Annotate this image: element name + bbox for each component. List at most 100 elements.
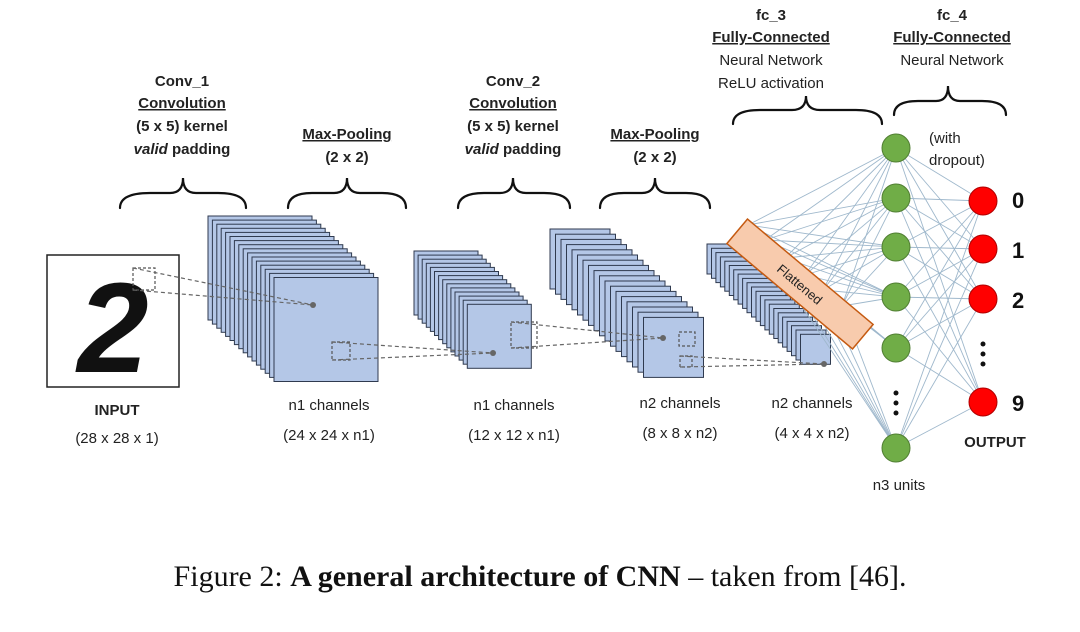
connection-line	[895, 347, 984, 403]
fc4-header: fc_4 Fully-Connected Neural Network	[893, 7, 1011, 69]
figure-caption: Figure 2: A general architecture of CNN …	[0, 560, 1080, 594]
connection-line	[747, 147, 897, 226]
network-connections	[747, 147, 984, 449]
feature-map-layer	[273, 277, 379, 382]
connection-line	[784, 257, 897, 298]
connection-line	[822, 197, 897, 291]
fc3-title: fc_3	[756, 7, 786, 24]
brace-conv2	[456, 177, 572, 210]
pool1-dims: (12 x 12 x n1)	[468, 427, 560, 444]
brace-conv1	[118, 177, 248, 210]
fc4-title: fc_4	[937, 7, 968, 24]
pool2-flat-window	[679, 355, 693, 368]
feature-map-stack-pool1	[413, 250, 532, 369]
connection-line	[841, 147, 897, 307]
caption-suffix: – taken from [46].	[680, 560, 907, 593]
conv1-channels: n1 channels	[289, 397, 370, 414]
conv1-line2: (5 x 5) kernel	[136, 118, 228, 135]
projection-dots	[310, 302, 827, 367]
caption-prefix: Figure 2:	[173, 560, 291, 593]
conv2-line3: valid padding	[465, 141, 562, 158]
output-digit-labels: 0 1 2 9	[1012, 188, 1024, 416]
feature-map-layer	[643, 316, 704, 378]
fc4-line2: Neural Network	[900, 52, 1004, 69]
connection-line	[784, 147, 897, 259]
feature-map-layer	[800, 333, 831, 365]
conv2-line3-rest: padding	[499, 141, 562, 158]
hidden-node	[881, 282, 911, 312]
pool2-dims: (4 x 4 x n2)	[774, 425, 849, 442]
conv2-line2: (5 x 5) kernel	[467, 118, 559, 135]
connection-line	[804, 246, 897, 276]
feature-map-stack-conv2	[549, 228, 704, 378]
conv2-pool-window	[678, 331, 696, 347]
conv1-header: Conv_1 Convolution (5 x 5) kernel valid …	[134, 73, 231, 158]
cnn-architecture-diagram: Conv_1 Convolution (5 x 5) kernel valid …	[46, 7, 1026, 494]
output-digit-1: 1	[1012, 238, 1024, 263]
conv2-header: Conv_2 Convolution (5 x 5) kernel valid …	[465, 73, 562, 158]
fc3-line1: Fully-Connected	[712, 29, 830, 46]
connection-line	[764, 239, 897, 248]
fc3-header: fc_3 Fully-Connected Neural Network ReLU…	[712, 7, 830, 92]
conv1-title: Conv_1	[155, 73, 209, 90]
output-ellipsis	[980, 341, 986, 367]
flattened-bar: Flattened	[725, 217, 875, 351]
connection-line	[895, 401, 984, 449]
input-label: INPUT	[95, 402, 140, 419]
conv2-channels: n2 channels	[640, 395, 721, 412]
connection-line	[895, 197, 984, 202]
output-digit-0: 0	[1012, 188, 1024, 213]
fc4-line1: Fully-Connected	[893, 29, 1011, 46]
conv1-line3-rest: padding	[168, 141, 231, 158]
connection-line	[804, 274, 897, 298]
brace-pool2	[598, 177, 712, 210]
input-dims: (28 x 28 x 1)	[75, 430, 158, 447]
fc3-units: n3 units	[873, 477, 926, 494]
braces	[118, 85, 1008, 210]
conv2-title: Conv_2	[486, 73, 540, 90]
connection-line	[895, 248, 984, 298]
conv1-line3: valid padding	[134, 141, 231, 158]
conv1-line3-italic: valid	[134, 141, 169, 158]
output-layer-nodes	[968, 186, 998, 417]
output-node	[968, 387, 998, 417]
pool1-header: Max-Pooling (2 x 2)	[302, 126, 391, 166]
pool1-kernel-window	[510, 321, 538, 349]
connection-line	[895, 298, 984, 449]
input-frame	[46, 254, 180, 388]
output-digit-2: 2	[1012, 288, 1024, 313]
brace-pool1	[286, 177, 408, 210]
dropout-note-2: dropout)	[929, 152, 985, 169]
hidden-node	[881, 183, 911, 213]
feature-map-stack-pool2	[706, 243, 831, 365]
input-digit: 2	[75, 257, 148, 400]
pool2-header: Max-Pooling (2 x 2)	[610, 126, 699, 166]
conv2-dims: (8 x 8 x n2)	[642, 425, 717, 442]
hidden-node	[881, 333, 911, 363]
input-image: 2	[46, 254, 180, 400]
connection-line	[804, 147, 897, 276]
connection-line	[841, 197, 897, 307]
connection-line	[822, 147, 897, 291]
fc3-line2: Neural Network	[719, 52, 823, 69]
pool1-title: Max-Pooling	[302, 126, 391, 143]
connection-line	[784, 197, 897, 259]
pool2-size: (2 x 2)	[633, 149, 676, 166]
connection-line	[784, 246, 897, 259]
conv2-line1: Convolution	[469, 95, 556, 112]
connection-line	[895, 197, 984, 403]
output-digit-9: 9	[1012, 391, 1024, 416]
connection-line	[895, 200, 984, 248]
output-node	[968, 186, 998, 216]
connection-line	[895, 200, 984, 298]
connection-line	[764, 239, 897, 298]
connection-line	[895, 248, 984, 449]
hidden-node	[881, 433, 911, 463]
connection-line	[747, 197, 897, 226]
connection-line	[895, 246, 984, 250]
conv1-dims: (24 x 24 x n1)	[283, 427, 375, 444]
hidden-node	[881, 133, 911, 163]
connection-line	[764, 197, 897, 241]
feature-map-layer	[466, 303, 532, 369]
pool1-size: (2 x 2)	[325, 149, 368, 166]
